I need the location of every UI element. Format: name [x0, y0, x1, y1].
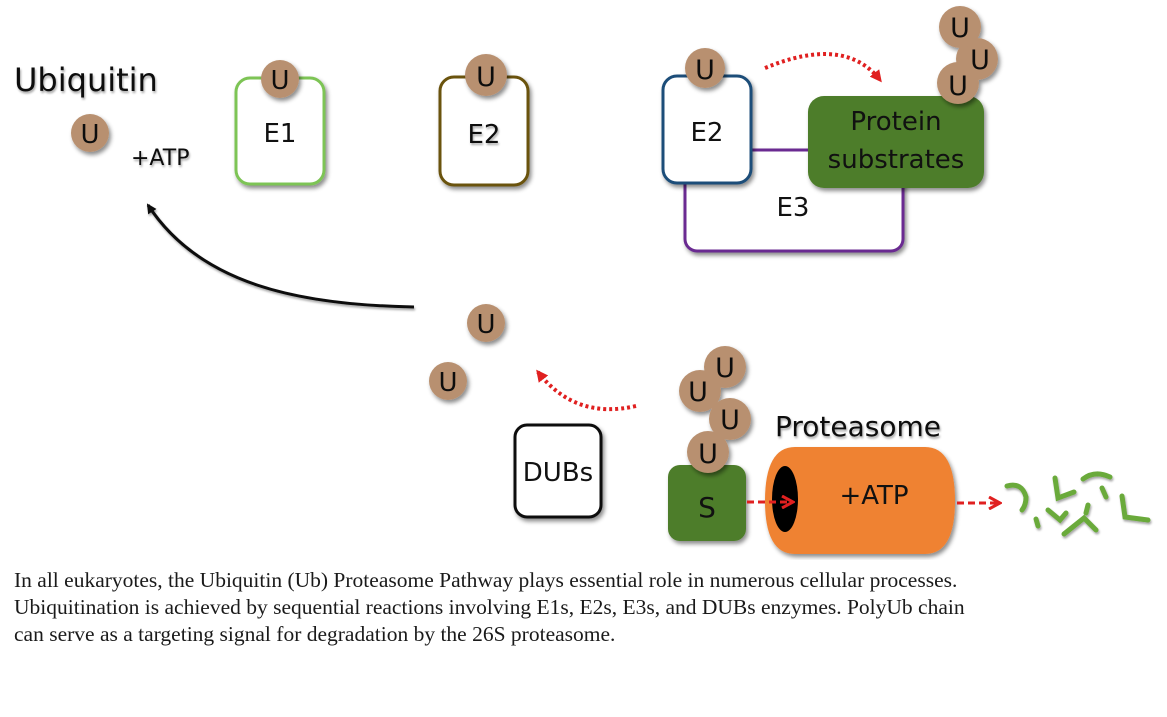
ubiquitin-circle — [429, 362, 467, 400]
peptide-fragment — [1052, 475, 1077, 502]
ubiquitin-free: U — [71, 114, 109, 152]
ubiquitin-symbol: U — [80, 120, 99, 150]
ubiquitin-symbol: U — [695, 55, 715, 86]
ubiquitin-circle — [704, 346, 746, 388]
proteasome: +ATP — [765, 447, 955, 554]
peptide-fragment — [1083, 502, 1091, 516]
peptide-fragment — [1080, 471, 1113, 482]
ubiquitin-circle — [465, 54, 507, 96]
tagged-substrate: S U U U U — [668, 346, 751, 541]
dubs-box — [513, 423, 603, 519]
proteasome-atp-label: +ATP — [839, 481, 908, 511]
ubiquitin-circle — [687, 431, 729, 473]
ubiquitin-title: Ubiquitin — [14, 61, 158, 99]
protein-substrates-box — [808, 96, 984, 188]
ubiquitin-symbol: U — [438, 368, 457, 398]
e2-label: E2 — [468, 120, 501, 150]
dubs-label: DUBs — [523, 458, 593, 488]
peptide-fragment — [1045, 507, 1069, 524]
ubiquitin-on-e2: U — [465, 54, 507, 96]
released-ubiquitin: U — [467, 304, 505, 342]
ubiquitin-symbol: U — [715, 353, 735, 384]
caption-line: can serve as a targeting signal for degr… — [14, 622, 616, 646]
dubs-release-arrow — [536, 369, 637, 412]
figure-caption: In all eukaryotes, the Ubiquitin (Ub) Pr… — [14, 567, 1164, 648]
peptide-fragment — [1004, 482, 1029, 513]
caption-line: Ubiquitination is achieved by sequential… — [14, 595, 965, 619]
e2-complex-label: E2 — [691, 118, 724, 148]
caption-line: In all eukaryotes, the Ubiquitin (Ub) Pr… — [14, 568, 958, 592]
ubiquitin-circle — [939, 6, 981, 48]
ubiquitin-transfer-arrow — [764, 52, 882, 83]
proteasome-body — [765, 447, 955, 554]
ubiquitin-circle — [71, 114, 109, 152]
e1-label: E1 — [264, 119, 297, 149]
peptide-fragment — [1061, 514, 1099, 537]
substrate-box — [668, 465, 746, 541]
ubiquitin-symbol: U — [948, 71, 968, 102]
substrate-label: S — [698, 491, 716, 524]
ubiquitin-symbol: U — [476, 310, 495, 340]
ubiquitin-symbol: U — [476, 62, 496, 93]
ubiquitin-pathway-diagram: Ubiquitin U +ATP E1 U E2 U E3 E2 — [14, 6, 1151, 554]
released-ubiquitin: U — [429, 362, 467, 400]
recycle-arrow — [146, 203, 415, 309]
e1-enzyme: E1 U — [234, 60, 326, 186]
e3-label: E3 — [777, 193, 810, 223]
ubiquitin-circle — [709, 398, 751, 440]
ubiquitin-symbol: U — [720, 405, 740, 436]
ubiquitin-symbol: U — [688, 377, 708, 408]
dubs-enzyme: DUBs — [513, 423, 603, 519]
ubiquitin-on-e2-complex: U — [685, 48, 725, 88]
proteasome-title: Proteasome — [775, 410, 941, 443]
ubiquitin-circle — [261, 60, 299, 98]
e3-complex: E3 E2 U Protein substrates U U U — [661, 6, 998, 253]
ubiquitin-symbol: U — [970, 45, 990, 76]
polyubiquitin-chain-on-protein: U U U — [937, 6, 998, 104]
activation-atp-label: +ATP — [131, 146, 189, 171]
peptide-fragments — [1004, 471, 1151, 537]
ubiquitin-circle — [467, 304, 505, 342]
protein-substrates-label-line2: substrates — [828, 145, 965, 175]
e2-enzyme: E2 U — [438, 54, 530, 187]
peptide-fragment — [1119, 493, 1151, 523]
ubiquitin-on-e1: U — [261, 60, 299, 98]
proteasome-opening — [772, 466, 798, 532]
ubiquitin-symbol: U — [270, 66, 289, 96]
ubiquitin-circle — [956, 38, 998, 80]
ubiquitin-symbol: U — [698, 439, 718, 470]
ubiquitin-circle — [685, 48, 725, 88]
peptide-fragment — [1033, 516, 1041, 529]
peptide-fragment — [1099, 485, 1109, 500]
ubiquitin-symbol: U — [950, 13, 970, 44]
protein-substrates-label-line1: Protein — [850, 107, 941, 137]
polyubiquitin-chain-on-substrate: U U U U — [679, 346, 751, 473]
